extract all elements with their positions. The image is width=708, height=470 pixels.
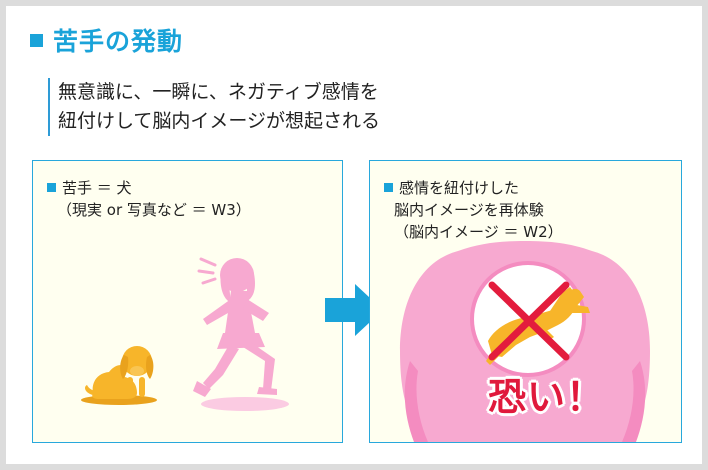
left-panel: 苦手 ＝ 犬 （現実 or 写真など ＝ W3） [32,160,343,443]
dog-icon [81,346,157,405]
description: 無意識に、一瞬に、ネガティブ感情を 紐付けして脳内イメージが想起される [48,78,380,136]
cross-icon [488,281,570,361]
page-title: 苦手の発動 [30,22,183,58]
right-label-line-2: 脳内イメージを再体験 [394,201,544,219]
right-label-line-3: （脳内イメージ ＝ W2） [394,223,563,241]
right-label-line-1: 感情を紐付けした [399,179,520,197]
right-arrow-icon [325,284,383,336]
right-panel-label: 感情を紐付けした 脳内イメージを再体験 （脳内イメージ ＝ W2） [384,177,563,243]
left-label-line-1: 苦手 ＝ 犬 [62,179,132,197]
scared-exclamation: 恐い！ [488,375,606,419]
left-panel-label: 苦手 ＝ 犬 （現実 or 写真など ＝ W3） [47,177,251,221]
right-panel: 感情を紐付けした 脳内イメージを再体験 （脳内イメージ ＝ W2） 恐い！ [369,160,682,443]
description-line-2: 紐付けして脳内イメージが想起される [58,110,381,132]
square-bullet-icon [30,33,43,47]
description-line-1: 無意識に、一瞬に、ネガティブ感情を [58,81,379,103]
left-label-line-2: （現実 or 写真など ＝ W3） [57,201,251,219]
square-bullet-icon [47,183,56,192]
right-scene [400,241,650,442]
startle-marks-icon [197,257,217,285]
title-text: 苦手の発動 [53,27,184,56]
square-bullet-icon [384,183,393,192]
running-girl-icon [193,258,289,411]
left-scene [81,257,289,411]
